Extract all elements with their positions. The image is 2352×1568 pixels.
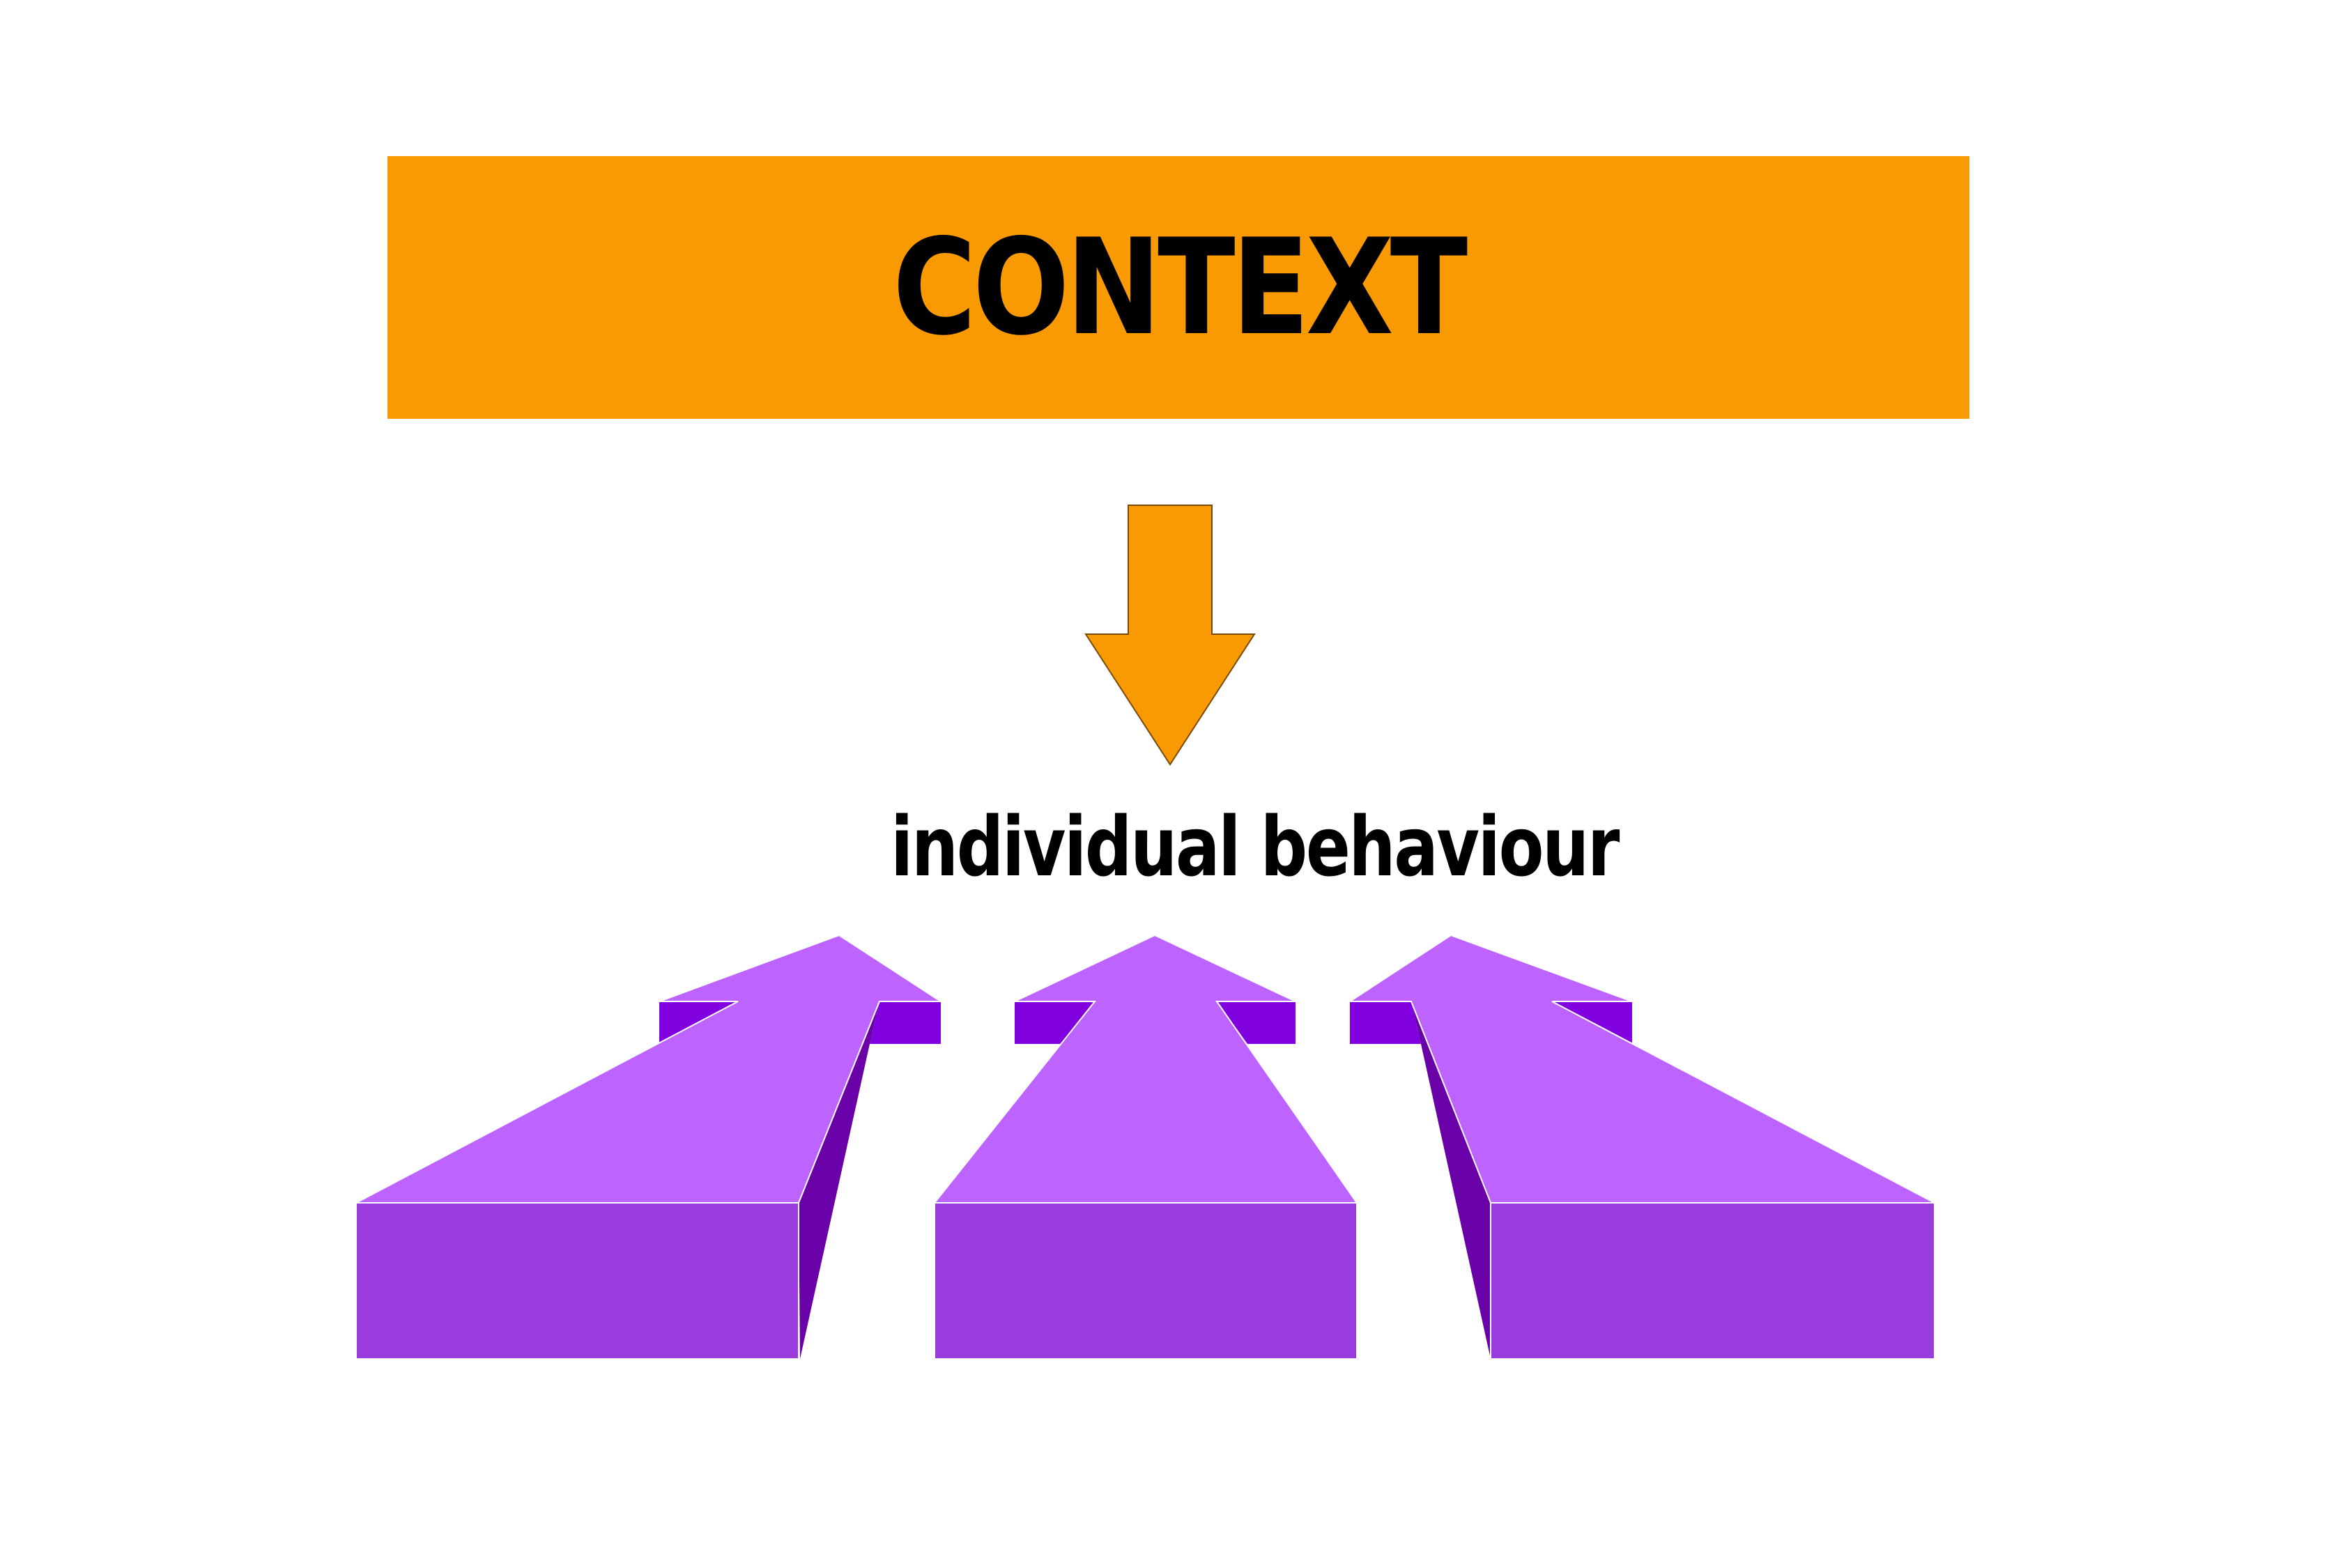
- right-arrow-side-face: [1411, 1001, 1491, 1359]
- right-arrow-back-left-tab: [1350, 1001, 1421, 1044]
- right-arrow-front-face: [1490, 1202, 1935, 1360]
- right-arrow-top-face: [1347, 934, 1935, 1204]
- left-arrow-back-right-tab: [870, 1001, 941, 1044]
- context-box: [387, 156, 1969, 419]
- left-arrow-top-face: [355, 934, 944, 1204]
- right-up-arrow: [1347, 934, 1935, 1360]
- left-arrow-side-face: [799, 1001, 879, 1359]
- center-up-arrow: [932, 934, 1358, 1360]
- left-up-arrow: [355, 934, 944, 1360]
- left-arrow-front-face: [355, 1202, 799, 1360]
- down-arrow: [1084, 505, 1256, 766]
- center-arrow-front-face: [934, 1202, 1358, 1360]
- context-label: CONTEXT: [893, 210, 1468, 364]
- center-arrow-back-left-tab: [1015, 1001, 1095, 1044]
- center-arrow-top-face: [932, 934, 1358, 1204]
- center-arrow-back-right-tab: [1217, 1001, 1296, 1044]
- individual-behaviour-label: individual behaviour: [890, 799, 1620, 895]
